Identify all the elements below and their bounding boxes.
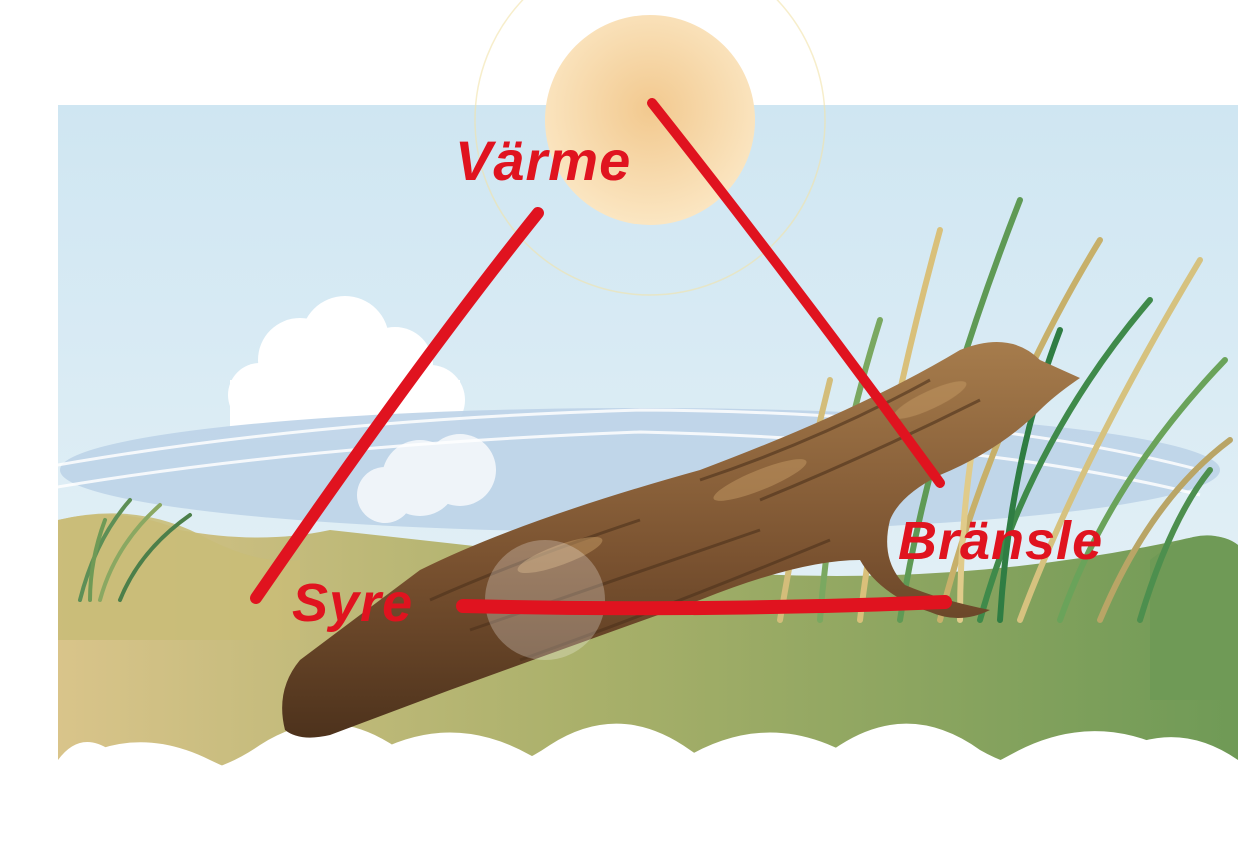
node-label-oxygen: Syre	[292, 572, 413, 634]
node-label-heat: Värme	[455, 128, 631, 193]
node-label-fuel: Bränsle	[898, 510, 1103, 572]
edge-oxygen-fuel	[463, 602, 945, 608]
